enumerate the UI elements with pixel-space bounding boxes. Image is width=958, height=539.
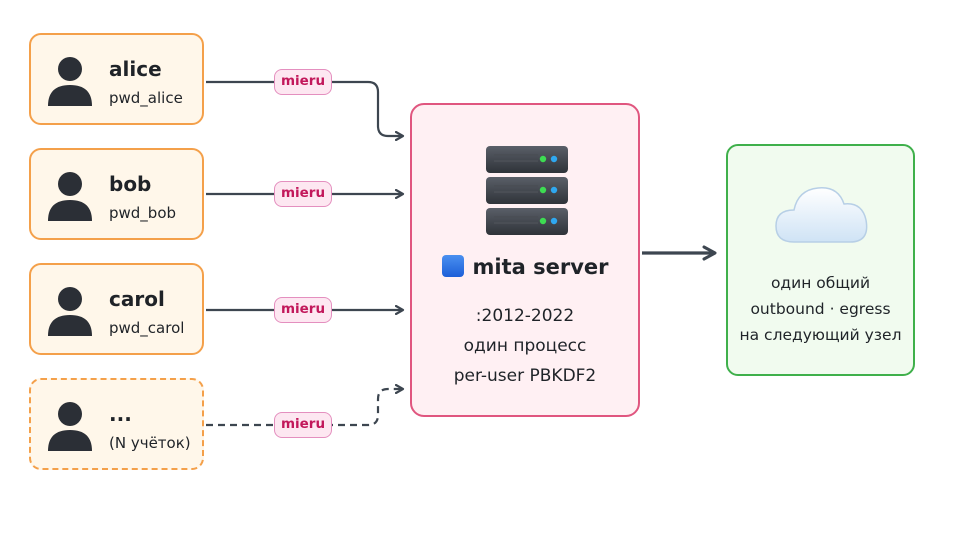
cloud-icon — [775, 187, 868, 243]
server-title: mita server — [412, 255, 638, 279]
user-box-bob: bob pwd_bob — [29, 148, 204, 240]
user-name: ... — [109, 402, 132, 426]
server-rack-icon — [486, 146, 568, 235]
protocol-tag: mieru — [274, 181, 332, 207]
egress-line-1: один общий — [770, 274, 871, 292]
server-process: один процесс — [463, 336, 587, 356]
egress-line-3: на следующий узел — [739, 326, 902, 344]
user-password: pwd_carol — [109, 319, 185, 337]
connector-alice — [206, 80, 402, 136]
user-box-alice: alice pwd_alice — [29, 33, 204, 125]
user-name: bob — [109, 172, 152, 196]
user-icon — [48, 402, 92, 451]
user-box-more: ... (N учёток) — [29, 378, 204, 470]
egress-line-2: outbound · egress — [750, 300, 891, 318]
server-ports: :2012-2022 — [475, 306, 575, 326]
protocol-tag: mieru — [274, 69, 332, 95]
user-name: carol — [109, 287, 165, 311]
connector-more — [206, 389, 402, 427]
user-icon — [48, 57, 92, 106]
protocol-tag: mieru — [274, 412, 332, 438]
egress-box: один общий outbound · egress на следующи… — [726, 144, 915, 376]
user-box-carol: carol pwd_carol — [29, 263, 204, 355]
user-password: pwd_bob — [109, 204, 177, 222]
server-box: mita server :2012-2022 один процесс per-… — [410, 103, 640, 417]
user-icon — [48, 287, 92, 336]
user-name: alice — [109, 57, 162, 81]
blue-square-icon — [441, 255, 464, 277]
user-count: (N учёток) — [109, 434, 191, 452]
protocol-tag: mieru — [274, 297, 332, 323]
user-icon — [48, 172, 92, 221]
user-password: pwd_alice — [109, 89, 183, 107]
server-auth: per-user PBKDF2 — [453, 366, 597, 386]
